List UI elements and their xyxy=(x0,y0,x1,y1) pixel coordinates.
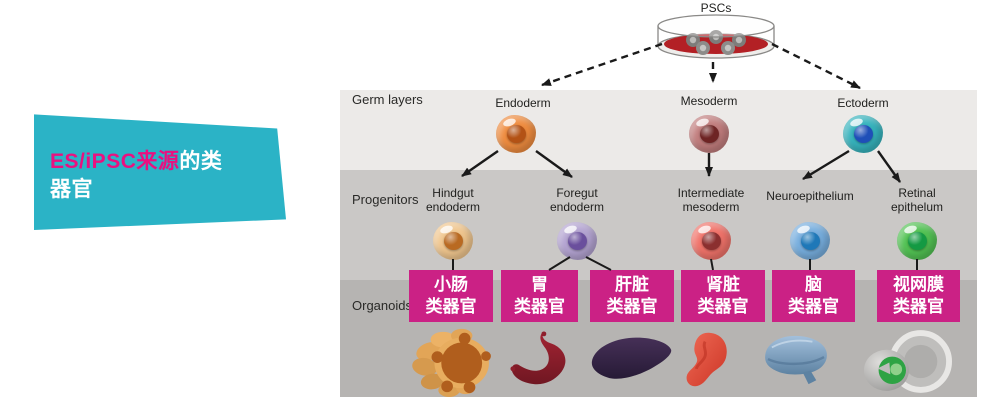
organoid-box-line: 类器官 xyxy=(893,297,944,317)
liver-organoid-icon xyxy=(588,332,676,387)
organoid-box-line: 肝脏 xyxy=(615,275,649,294)
progenitor-label-line: endoderm xyxy=(425,200,481,215)
progenitor-label-line: mesoderm xyxy=(682,200,740,215)
organoid-box-retina: 视网膜 类器官 xyxy=(877,270,960,322)
progenitor-label-line: epithelum xyxy=(890,200,944,215)
row-label-germ-layers: Germ layers xyxy=(352,92,423,107)
title-rest: 的类器官 xyxy=(50,150,223,201)
row-label-organoids: Organoids xyxy=(352,298,412,313)
progenitor-label-line: Intermediate xyxy=(677,186,745,200)
intermediate-mesoderm-cell xyxy=(691,222,731,260)
slide-title: ES/iPSC来源的类器官 xyxy=(50,148,242,203)
endoderm-cell xyxy=(496,115,536,153)
organoid-box-stomach: 胃 类器官 xyxy=(501,270,578,322)
ectoderm-cell xyxy=(843,115,883,153)
organoid-box-line: 胃 xyxy=(531,275,548,294)
row-label-progenitors: Progenitors xyxy=(352,192,419,207)
organoid-box-brain: 脑 类器官 xyxy=(772,270,855,322)
retina-organoid-icon xyxy=(860,325,952,398)
organoid-box-line: 肾脏 xyxy=(706,275,740,294)
progenitor-label-neuroepithelium: Neuroepithelium xyxy=(766,189,853,203)
title-banner: ES/iPSC来源的类器官 xyxy=(34,114,286,230)
progenitor-label-hindgut: Hindgut endoderm xyxy=(426,186,480,214)
psc-label: PSCs xyxy=(700,1,732,15)
germ-label-endoderm: Endoderm xyxy=(495,96,551,110)
arrow-psc-to-ectoderm xyxy=(771,42,861,90)
progenitor-label-retinal-epithelium: Retinal epithelum xyxy=(891,186,943,214)
psc-colonies xyxy=(686,30,746,55)
progenitor-label-line: Hindgut xyxy=(432,186,474,200)
progenitor-label-line: Neuroepithelium xyxy=(766,189,854,203)
retinal-epithelium-cell xyxy=(897,222,937,260)
stomach-organoid-icon xyxy=(505,330,575,392)
mesoderm-cell xyxy=(689,115,729,153)
progenitor-label-intermediate-mesoderm: Intermediate mesoderm xyxy=(678,186,745,214)
organoid-box-kidney: 肾脏 类器官 xyxy=(681,270,765,322)
title-highlight: ES/iPSC来源 xyxy=(50,150,180,173)
brain-organoid-icon xyxy=(760,332,832,388)
organoid-box-line: 类器官 xyxy=(697,297,749,317)
organoid-box-line: 类器官 xyxy=(788,297,839,317)
progenitor-label-line: Foregut xyxy=(556,186,598,200)
petri-dish-image xyxy=(655,13,777,61)
progenitor-label-foregut: Foregut endoderm xyxy=(550,186,604,214)
germ-label-ectoderm: Ectoderm xyxy=(837,96,889,110)
kidney-organoid-icon xyxy=(683,330,733,394)
hindgut-endoderm-cell xyxy=(433,222,473,260)
germ-label-mesoderm: Mesoderm xyxy=(680,94,738,108)
intestine-organoid-icon xyxy=(410,326,492,398)
organoid-box-line: 脑 xyxy=(805,275,822,294)
progenitor-label-line: Retinal xyxy=(898,186,936,200)
organoid-box-intestine: 小肠 类器官 xyxy=(409,270,493,322)
organoid-box-liver: 肝脏 类器官 xyxy=(590,270,674,322)
organoid-box-line: 类器官 xyxy=(425,297,477,317)
progenitor-label-line: endoderm xyxy=(549,200,605,215)
organoid-box-line: 视网膜 xyxy=(893,275,944,294)
foregut-endoderm-cell xyxy=(557,222,597,260)
arrow-psc-to-endoderm xyxy=(541,42,663,87)
organoid-box-line: 小肠 xyxy=(434,275,468,294)
organoid-box-line: 类器官 xyxy=(606,297,658,317)
neuroepithelium-cell xyxy=(790,222,830,260)
organoid-box-line: 类器官 xyxy=(514,297,565,317)
